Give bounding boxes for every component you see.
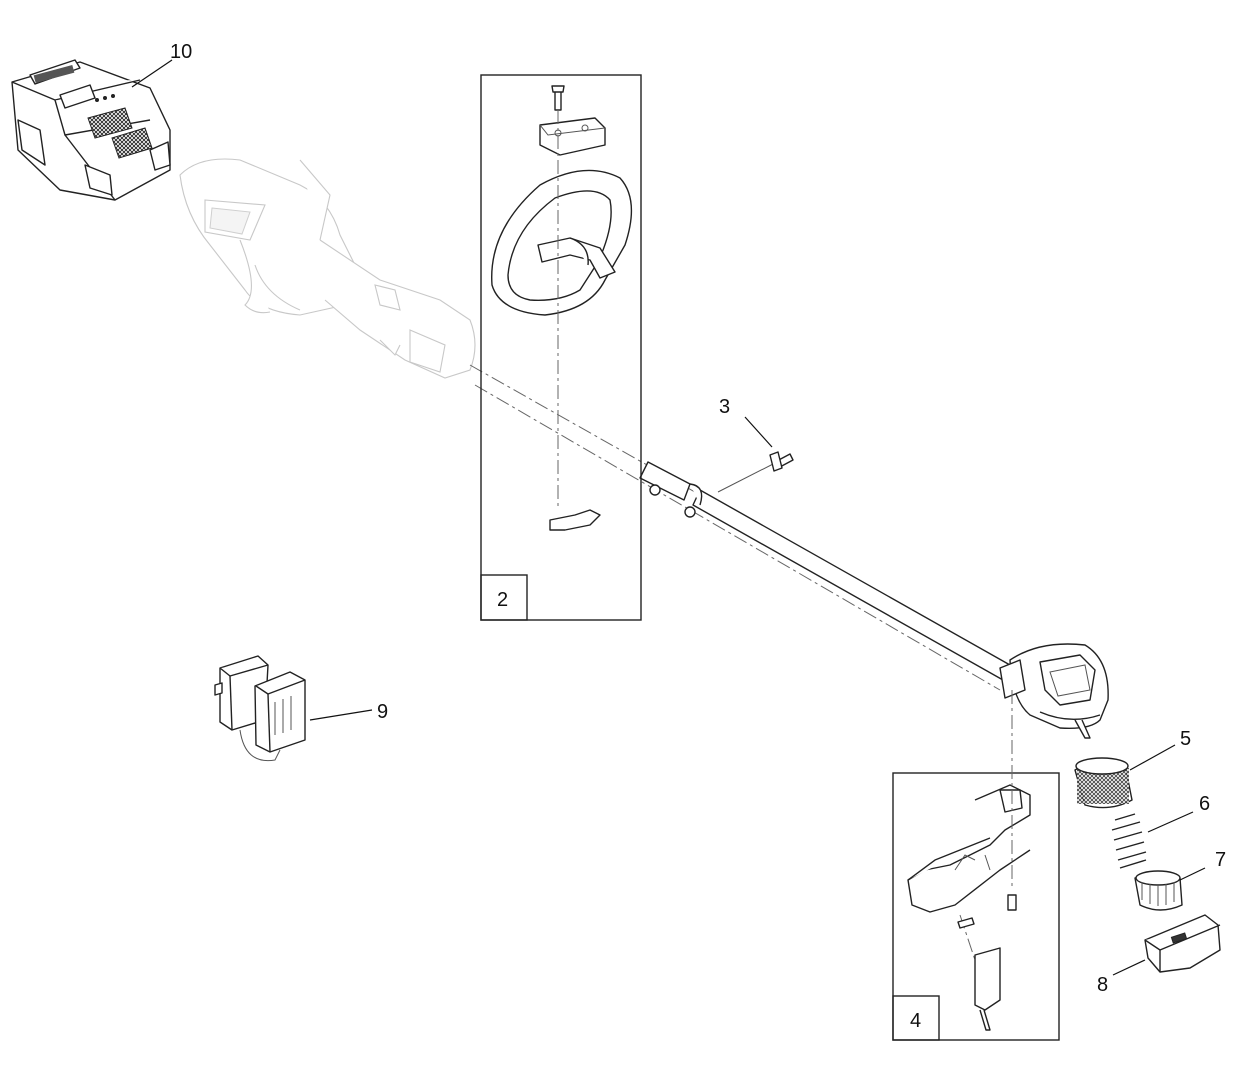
- callout-10: 10: [170, 41, 193, 63]
- bump-knob-part-8: [1112, 914, 1221, 976]
- callout-9: 9: [377, 701, 389, 723]
- spring-part-6: [1111, 811, 1194, 869]
- handle-assembly-parts: [491, 85, 633, 531]
- callout-3: 3: [719, 396, 731, 418]
- callout-4: 4: [910, 1010, 922, 1032]
- detail-box-2: [480, 74, 642, 621]
- callout-6: 6: [1199, 793, 1211, 815]
- detail-box-4: [892, 772, 1060, 1041]
- guard-assembly-parts: [907, 690, 1031, 1031]
- callout-2: 2: [497, 589, 509, 611]
- spool-part-5: [1074, 744, 1176, 809]
- screw-part-3: [744, 416, 794, 472]
- callout-5: 5: [1180, 728, 1192, 750]
- trimmer-head-housing: [999, 643, 1109, 739]
- spool-cap-part-7: [1134, 867, 1206, 911]
- shaft-tube: [639, 461, 1011, 681]
- callout-7: 7: [1215, 849, 1227, 871]
- detail-box-4-label-cell: [892, 995, 940, 1041]
- callout-8: 8: [1097, 974, 1109, 996]
- charger-part-9: [214, 655, 373, 762]
- battery-pack-part-10: [11, 59, 173, 201]
- power-head-ghost: [179, 158, 476, 379]
- detail-box-2-label-cell: [480, 574, 528, 621]
